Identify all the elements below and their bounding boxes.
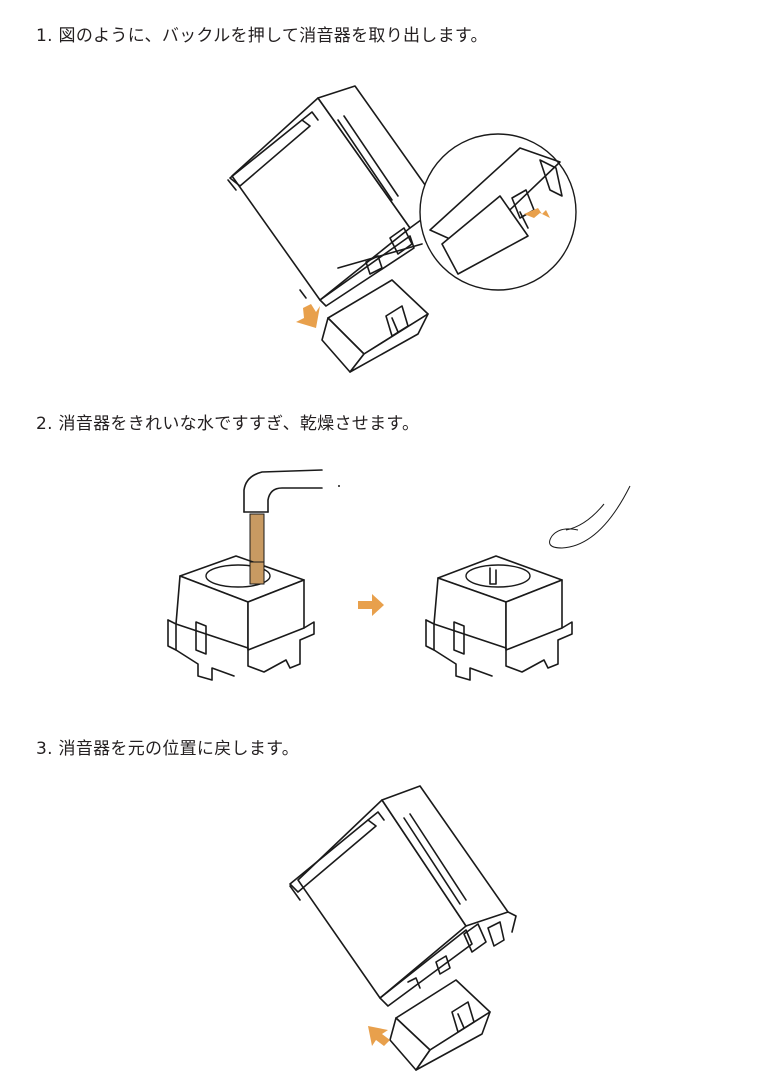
figure-1-remove-muffler: [227, 85, 577, 373]
faucet: [243, 469, 340, 513]
arrow-down-left-icon: [296, 304, 320, 328]
device-body: [227, 85, 441, 307]
figure-3-reinstall-muffler: [289, 785, 517, 1071]
arrow-up-right-icon: [368, 1026, 390, 1046]
device-body: [289, 785, 517, 1007]
muffler-block: [321, 279, 429, 373]
arrow-left-icon: [524, 208, 550, 218]
wind-icon: [549, 485, 631, 549]
step-2-text: 2. 消音器をきれいな水ですすぎ、乾燥させます。: [36, 414, 420, 434]
step-3-text: 3. 消音器を元の位置に戻します。: [36, 739, 300, 759]
arrow-right-icon: [358, 594, 384, 616]
muffler-washing: [167, 555, 315, 681]
figure-2-rinse-and-dry: [167, 469, 631, 681]
muffler-block: [389, 979, 491, 1071]
muffler-drying: [425, 555, 573, 681]
step-1-text: 1. 図のように、バックルを押して消音器を取り出します。: [36, 26, 488, 46]
